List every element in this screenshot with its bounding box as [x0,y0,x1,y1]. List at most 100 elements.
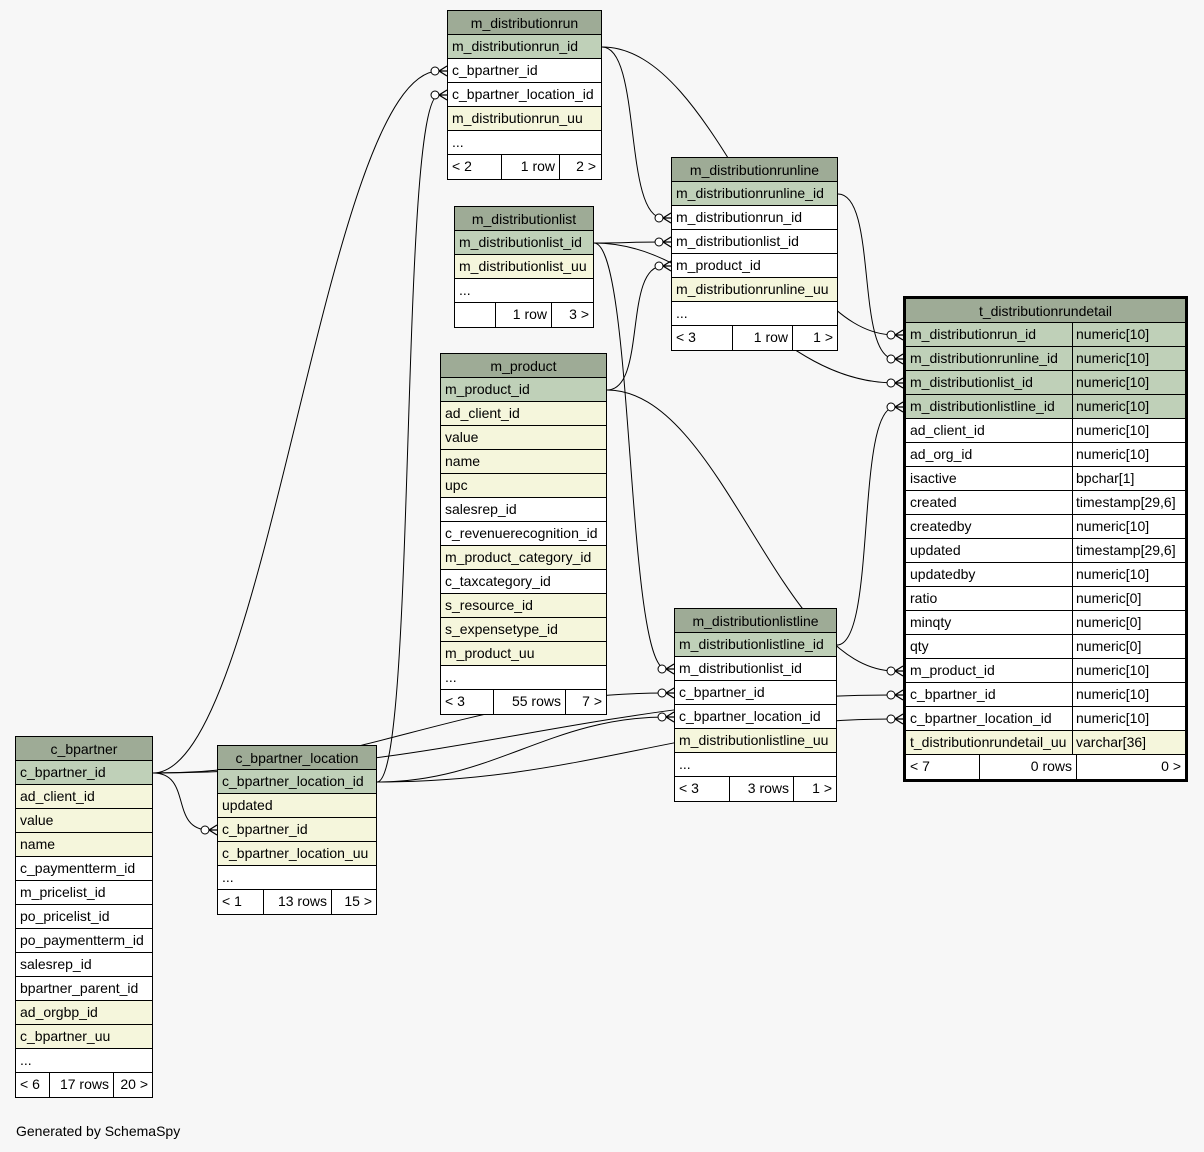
child-tables-link[interactable]: 0 > [1076,755,1185,779]
child-tables-link[interactable]: 7 > [565,690,606,714]
parent-tables-link[interactable]: < 2 [452,158,472,174]
parent-tables-link[interactable] [455,303,495,327]
column-row[interactable]: c_bpartner_id [16,761,152,785]
column-row[interactable]: m_distributionlistline_id [675,633,836,657]
column-row[interactable]: salesrep_id [16,953,152,977]
column-row[interactable]: m_pricelist_id [16,881,152,905]
column-row[interactable]: ... [448,131,601,155]
parent-tables-link[interactable]: < 3 [445,693,465,709]
child-tables-link[interactable]: 1 > [792,326,837,350]
column-row[interactable]: ... [675,753,836,777]
table-header[interactable]: m_distributionrun [448,11,601,35]
parent-tables-link[interactable]: < 3 [676,329,696,345]
column-row[interactable]: c_bpartner_location_id [218,770,376,794]
table-header[interactable]: c_bpartner [16,737,152,761]
column-row[interactable]: m_distributionrun_uu [448,107,601,131]
column-row[interactable]: po_paymentterm_id [16,929,152,953]
column-row[interactable]: ... [218,866,376,890]
column-row[interactable]: m_distributionrunline_uu [672,278,837,302]
column-row[interactable]: c_bpartner_id [448,59,601,83]
column-row[interactable]: ad_orgbp_id [16,1001,152,1025]
parent-tables-link[interactable]: < 1 [222,893,242,909]
column-row[interactable]: po_pricelist_id [16,905,152,929]
column-row[interactable]: c_bpartner_location_id [675,705,836,729]
column-row[interactable]: m_distributionlist_id [455,231,593,255]
column-row[interactable]: c_revenuerecognition_id [441,522,606,546]
column-row[interactable]: s_expensetype_id [441,618,606,642]
column-row[interactable]: c_taxcategory_id [441,570,606,594]
column-row[interactable]: name [16,833,152,857]
column-row[interactable]: s_resource_id [441,594,606,618]
column-row[interactable]: ... [455,279,593,303]
column-row[interactable]: m_distributionrun_id [672,206,837,230]
child-tables-link[interactable]: 2 > [559,155,600,179]
table-header[interactable]: m_product [441,354,606,378]
column-row[interactable]: c_bpartner_location_uu [218,842,376,866]
column-row[interactable]: m_product_uu [441,642,606,666]
column-row[interactable]: upc [441,474,606,498]
column-row[interactable]: ... [16,1049,152,1073]
child-tables-link[interactable]: 15 > [331,890,376,914]
child-tables-link[interactable]: 1 > [793,777,836,801]
column-row[interactable]: m_distributionlist_uu [455,255,593,279]
parent-tables-link[interactable]: < 7 [910,758,930,774]
column-row[interactable]: c_paymentterm_id [16,857,152,881]
column-row[interactable]: m_distributionrun_id [448,35,601,59]
column-row[interactable]: ... [672,302,837,326]
column-row[interactable]: c_bpartner_id [218,818,376,842]
table-header[interactable]: t_distributionrundetail [906,299,1185,323]
parent-tables-link[interactable]: < 6 [20,1076,40,1092]
table-header[interactable]: c_bpartner_location [218,746,376,770]
column-row[interactable]: updated [218,794,376,818]
child-tables-link[interactable]: 3 > [551,303,593,327]
column-row[interactable]: ad_client_id [16,785,152,809]
column-row[interactable]: c_bpartner_uu [16,1025,152,1049]
child-tables-link[interactable]: 20 > [113,1073,152,1097]
column-row[interactable]: m_distributionlist_id [675,657,836,681]
table-header[interactable]: m_distributionlist [455,207,593,231]
column-row[interactable]: ... [441,666,606,690]
table-header[interactable]: m_distributionlistline [675,609,836,633]
column-row[interactable]: m_product_id [672,254,837,278]
column-row[interactable]: name [441,450,606,474]
column-row[interactable]: ad_client_id [441,402,606,426]
column-row[interactable]: m_distributionlist_id [672,230,837,254]
column-row[interactable]: m_distributionrunline_id [672,182,837,206]
column-row[interactable]: m_distributionlistline_uu [675,729,836,753]
parent-tables-link[interactable]: < 3 [679,780,699,796]
column-row[interactable]: value [16,809,152,833]
column-row[interactable]: value [441,426,606,450]
table-header[interactable]: m_distributionrunline [672,158,837,182]
column-row[interactable]: bpartner_parent_id [16,977,152,1001]
column-row[interactable]: m_product_category_id [441,546,606,570]
column-row[interactable]: c_bpartner_location_id [448,83,601,107]
column-row[interactable]: m_product_id [441,378,606,402]
column-row[interactable]: salesrep_id [441,498,606,522]
